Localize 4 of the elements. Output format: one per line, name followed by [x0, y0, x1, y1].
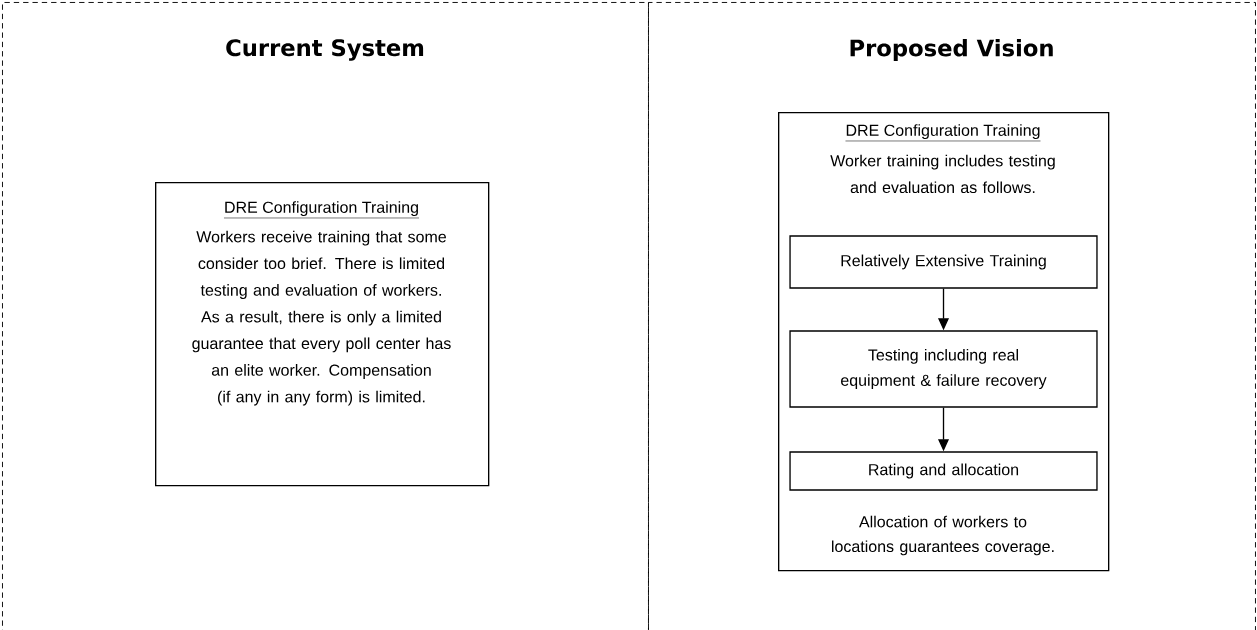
process-box: Rating and allocation: [789, 451, 1098, 491]
process-box: Relatively Extensive Training: [789, 235, 1098, 289]
process-box: Testing including real equipment & failure recovery: [789, 330, 1098, 408]
text-box: DRE Configuration Training Workers receive training that some consider too brief. There is limited testing and evaluation of workers. As a result, there is only a limited guarantee that every poll center has an elite worker. Compensation (if any in any form) is limited.: [155, 182, 490, 487]
